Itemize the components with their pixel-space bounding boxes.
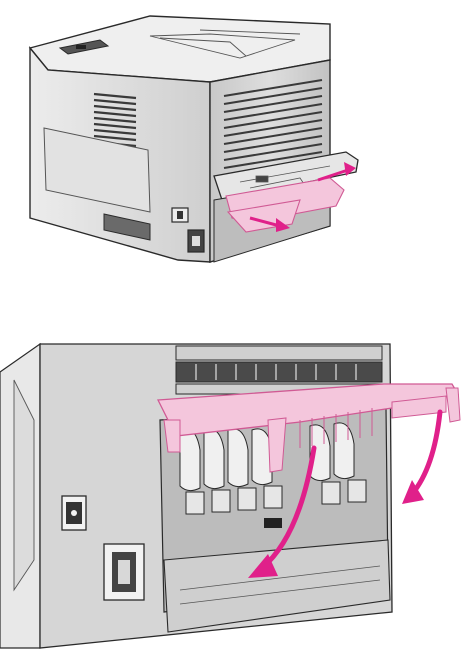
detail-label-tag	[264, 518, 282, 528]
power-switch-icon	[172, 208, 188, 222]
pull-arrow-icon	[402, 412, 440, 504]
power-switch-icon	[62, 496, 86, 530]
power-socket-icon	[188, 230, 204, 252]
power-socket-icon	[104, 544, 144, 600]
detail-panel	[0, 344, 460, 648]
overview-panel	[30, 16, 358, 262]
